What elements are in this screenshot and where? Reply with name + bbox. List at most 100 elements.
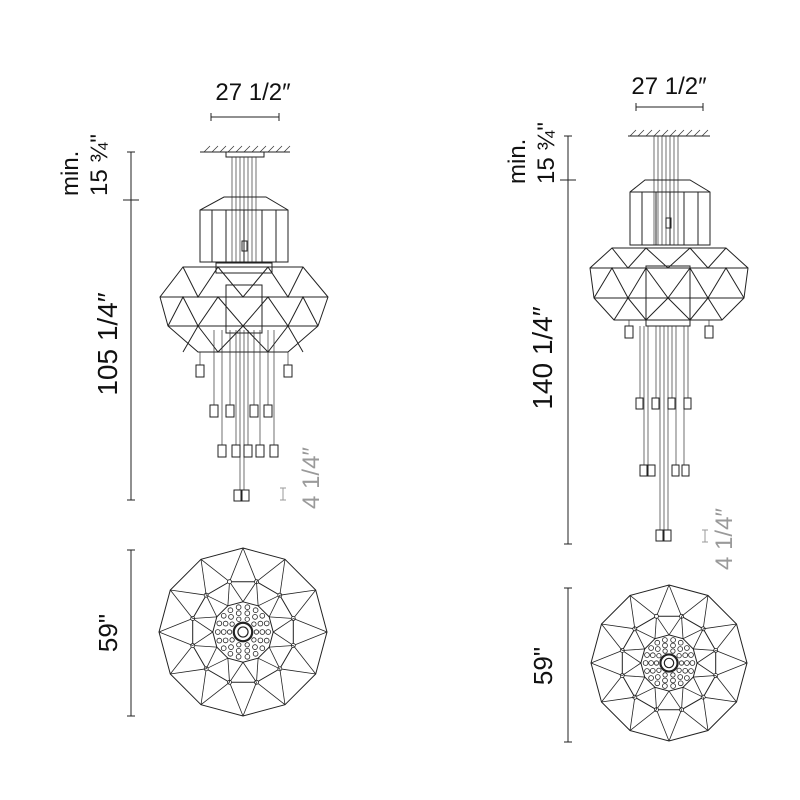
- left-plan-bulb: [244, 642, 250, 648]
- right-plan-spoke: [622, 675, 645, 678]
- right-plan-bulb: [662, 637, 668, 643]
- right-height-label: 140 1/4″: [527, 306, 558, 409]
- left-plan-spoke: [242, 547, 257, 582]
- left-pendant-lamp: [269, 444, 279, 458]
- right-plan-spoke: [703, 623, 737, 630]
- right-plan-outline: [590, 584, 748, 742]
- right-pendant-lamp: [671, 464, 680, 477]
- left-plan-bulb: [229, 637, 235, 643]
- right-plan-bulb: [662, 677, 668, 684]
- right-chandelier-elevation: 27 1/2″: [504, 73, 749, 570]
- left-width-label: 27 1/2″: [215, 79, 291, 106]
- right-plan-spoke: [696, 662, 716, 676]
- right-plan-bulb: [644, 652, 650, 658]
- left-plan-spoke: [192, 616, 217, 619]
- left-pendant-lamp: [225, 404, 235, 418]
- left-plan-bulb: [236, 616, 242, 622]
- right-suspension-cables: [653, 136, 679, 245]
- left-plan-spoke: [256, 681, 286, 706]
- right-plan-spoke: [601, 675, 623, 703]
- left-plan-bulb: [252, 607, 259, 613]
- right-plan-bulb: [688, 668, 694, 674]
- left-plan-spoke: [293, 631, 328, 646]
- right-plan-bulb: [670, 648, 676, 654]
- right-plan-bulb: [670, 637, 676, 643]
- left-pendant-lamp: [195, 364, 205, 378]
- right-plan-bulb: [684, 645, 690, 651]
- left-plan-bulb: [259, 645, 266, 651]
- left-plan-spoke: [268, 594, 281, 618]
- right-plan-bulb: [670, 677, 676, 684]
- right-plan-spoke: [629, 595, 657, 617]
- right-plan-bulb: [670, 672, 676, 678]
- left-plan-spoke: [192, 631, 213, 646]
- left-plan-spoke: [229, 682, 244, 717]
- left-plan-spoke: [229, 547, 244, 582]
- left-plan-bulb: [227, 650, 234, 657]
- right-plan-bulb: [642, 660, 649, 666]
- right-plan-canopy-core: [663, 657, 675, 669]
- left-plan-bulb: [216, 637, 223, 644]
- right-plan-spoke: [629, 709, 657, 731]
- right-pendant-lamp: [681, 464, 690, 477]
- left-plan-spoke: [200, 668, 207, 705]
- right-plan-spoke: [668, 616, 682, 636]
- left-plan-bulb: [252, 650, 259, 657]
- right-plan-bulb: [677, 639, 684, 646]
- left-plan-bulb: [252, 614, 258, 620]
- left-pendant-lamp: [263, 404, 273, 418]
- right-plan-spoke: [590, 662, 623, 676]
- left-plan-bulb: [216, 620, 223, 627]
- left-diameter-label: 59": [93, 614, 123, 652]
- right-pendant-lamp: [704, 325, 714, 339]
- left-plan-node: [227, 579, 232, 585]
- right-plan-spoke: [715, 650, 748, 664]
- right-plan-bulb: [654, 680, 661, 687]
- left-pendant-dimension: [280, 487, 286, 501]
- left-plan-bulb: [257, 637, 264, 644]
- right-plan-spoke: [692, 676, 704, 698]
- left-plan-bulb: [257, 620, 264, 627]
- left-plan-bulb: [244, 604, 251, 610]
- right-plan-bulb: [656, 667, 662, 673]
- right-pendant-lamp: [683, 397, 692, 410]
- right-pendant-label: 4 1/4″: [711, 508, 738, 570]
- right-plan-spoke: [656, 690, 670, 710]
- right-plan-spoke: [622, 662, 642, 676]
- right-plan-bulb: [688, 652, 694, 658]
- left-chandelier-plan: 59": [93, 547, 328, 717]
- right-plan-spoke: [634, 628, 646, 650]
- left-plan-bulb: [220, 629, 227, 635]
- left-plan-spoke: [292, 589, 317, 619]
- right-plan-bulb: [682, 667, 688, 674]
- right-plan-spoke: [681, 687, 684, 710]
- left-plan-spoke: [158, 631, 193, 646]
- right-plan-spoke: [656, 709, 670, 742]
- right-pendant-lamp: [651, 397, 660, 410]
- right-plan-spoke: [693, 648, 716, 651]
- left-plan-bulb: [253, 629, 259, 635]
- right-plan-bulb: [654, 674, 661, 680]
- left-plan-spoke: [279, 589, 316, 596]
- left-pendant-label: 4 1/4″: [298, 447, 325, 509]
- left-plan-spoke: [205, 657, 229, 670]
- right-plan-spoke: [693, 675, 716, 678]
- left-plan-bulb: [251, 637, 257, 643]
- right-plan-bulb: [644, 668, 650, 674]
- left-upper-cage-lamp: [241, 240, 248, 252]
- right-plan-spoke: [629, 595, 636, 629]
- left-plan-bulb: [251, 621, 257, 627]
- right-plan-bulb: [678, 660, 685, 666]
- left-plan-bulb: [220, 612, 227, 619]
- right-plan-spoke: [702, 595, 709, 629]
- right-plan-spoke: [668, 709, 682, 742]
- left-plan-spoke: [200, 558, 230, 583]
- right-height-dimension: [560, 135, 576, 545]
- left-plan-bulb: [244, 610, 251, 616]
- left-plan-bulb: [236, 642, 242, 648]
- right-plan-bulb: [670, 642, 676, 649]
- left-ceiling-hatch: [203, 145, 291, 153]
- left-plan-spoke: [279, 559, 286, 596]
- right-plan-bulb: [689, 660, 696, 666]
- right-pendants: [624, 320, 714, 542]
